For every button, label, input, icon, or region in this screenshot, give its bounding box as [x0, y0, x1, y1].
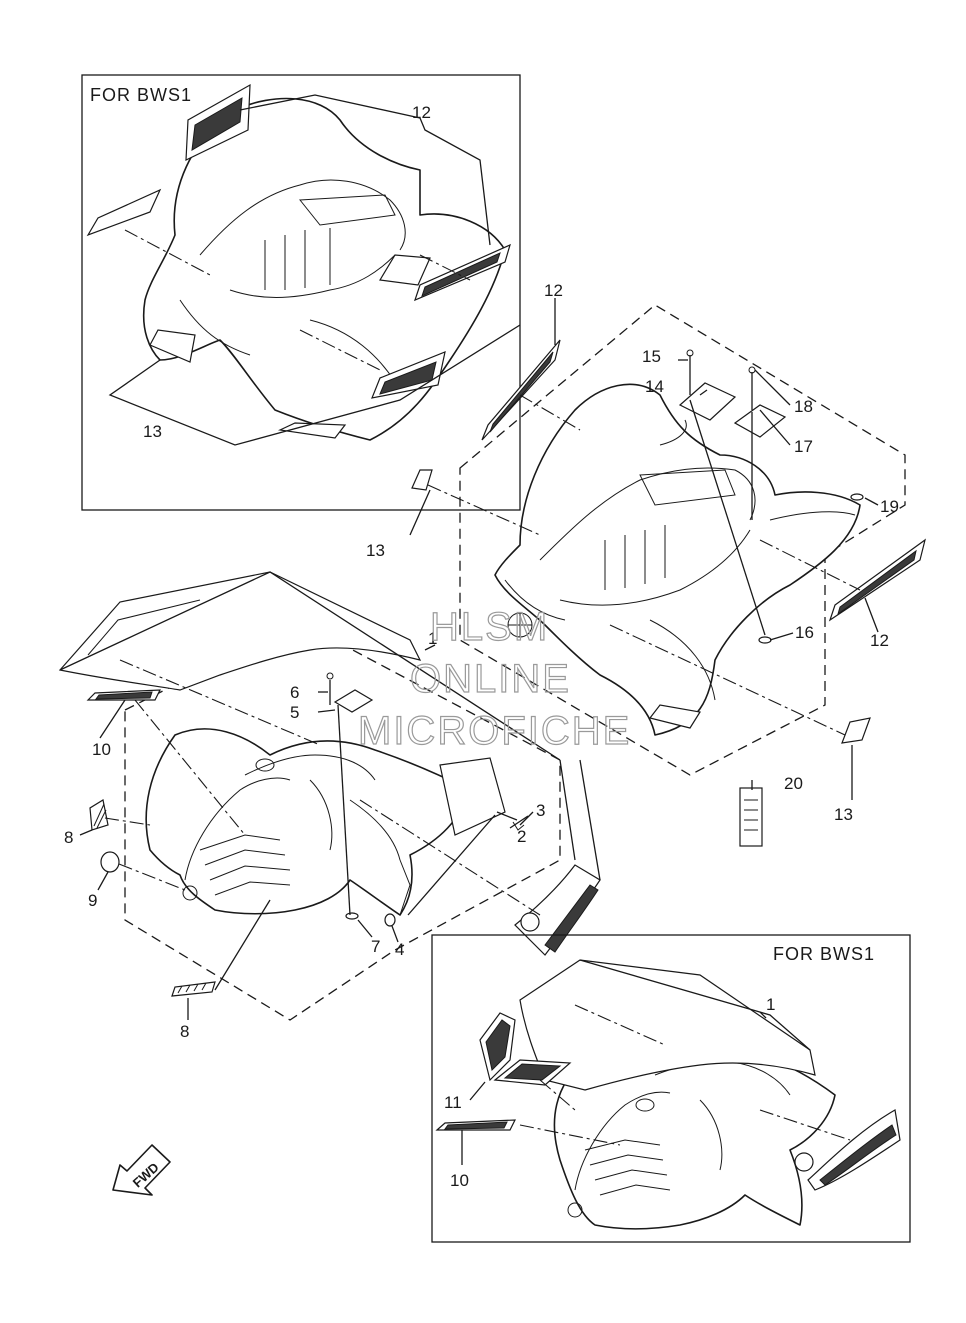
forward-direction-arrow: FWD [112, 1144, 171, 1196]
front-fender-illustration [145, 728, 471, 916]
variant-box-label-bottom: FOR BWS1 [773, 944, 875, 964]
front-fender-variant-box: FOR BWS1 1 11 10 [431, 934, 911, 1243]
callout-13-box: 13 [143, 422, 162, 441]
grommet-16 [758, 636, 772, 644]
callout-8-lower: 8 [180, 1022, 189, 1041]
callout-1-mid: 1 [428, 629, 437, 648]
variant-box-frame-bottom [431, 934, 911, 1243]
watermark-line-2: ONLINE [410, 657, 571, 701]
plate-2 [439, 757, 506, 836]
callout-19: 19 [880, 497, 899, 516]
rear-fender-box-illustration [142, 97, 506, 441]
watermark-line-1: HLSM [430, 605, 549, 649]
small-decal-rear-left [411, 469, 433, 491]
emblem-decal-box-bottom [277, 422, 347, 439]
plate-5 [333, 689, 374, 713]
callout-7: 7 [371, 937, 380, 956]
plate-box [379, 254, 431, 286]
callout-5: 5 [290, 703, 299, 722]
watermark: HLSM ONLINE MICROFICHE [357, 604, 631, 753]
callout-20: 20 [784, 774, 803, 793]
callout-10-left: 10 [92, 740, 111, 759]
grommet-19 [850, 493, 864, 501]
callout-16: 16 [795, 623, 814, 642]
front-side-cover-box [807, 1109, 901, 1191]
callout-13-mid: 13 [366, 541, 385, 560]
rear-fender-group: 12 15 14 18 17 19 13 16 12 20 13 [366, 281, 926, 847]
callout-1-box: 1 [766, 995, 775, 1014]
callout-4: 4 [395, 940, 404, 959]
callout-11: 11 [444, 1093, 462, 1112]
small-decal-rear-right [841, 717, 871, 744]
grommet-7 [345, 912, 359, 920]
small-decal-box-left [86, 188, 162, 237]
emblem-decal-box-left [149, 329, 196, 363]
callout-2: 2 [517, 827, 526, 846]
callout-10-box: 10 [450, 1171, 469, 1190]
reflector-8-lower [171, 981, 216, 997]
callout-14: 14 [645, 377, 664, 396]
callout-12-top: 12 [544, 281, 563, 300]
callout-17: 17 [794, 437, 813, 456]
callout-6: 6 [290, 683, 299, 702]
plate-17 [733, 404, 787, 438]
plate-14 [678, 382, 737, 421]
callout-8-upper: 8 [64, 828, 73, 847]
callout-13-right: 13 [834, 805, 853, 824]
callout-12-box: 12 [412, 103, 431, 122]
screw-3 [509, 815, 529, 829]
front-fender-group: 6 5 10 3 2 8 9 7 4 8 1 [58, 571, 601, 1041]
callout-12-right: 12 [870, 631, 889, 650]
callout-3: 3 [536, 801, 545, 820]
front-cover-decal-box [519, 959, 816, 1091]
variant-box-label-top: FOR BWS1 [90, 85, 192, 105]
callout-15: 15 [642, 347, 661, 366]
watermark-line-3: MICROFICHE [358, 709, 631, 753]
callout-18: 18 [794, 397, 813, 416]
front-cover-decal [58, 571, 422, 691]
rear-fender-variant-box: FOR BWS1 12 13 [81, 74, 521, 511]
nut-4 [384, 913, 396, 927]
rear-fender-illustration [494, 383, 861, 736]
reflector-9 [100, 851, 120, 873]
warning-label-20 [739, 787, 763, 847]
variant-box-frame-top [81, 74, 521, 511]
emblem-decal-rear [648, 704, 701, 729]
callout-9: 9 [88, 891, 97, 910]
